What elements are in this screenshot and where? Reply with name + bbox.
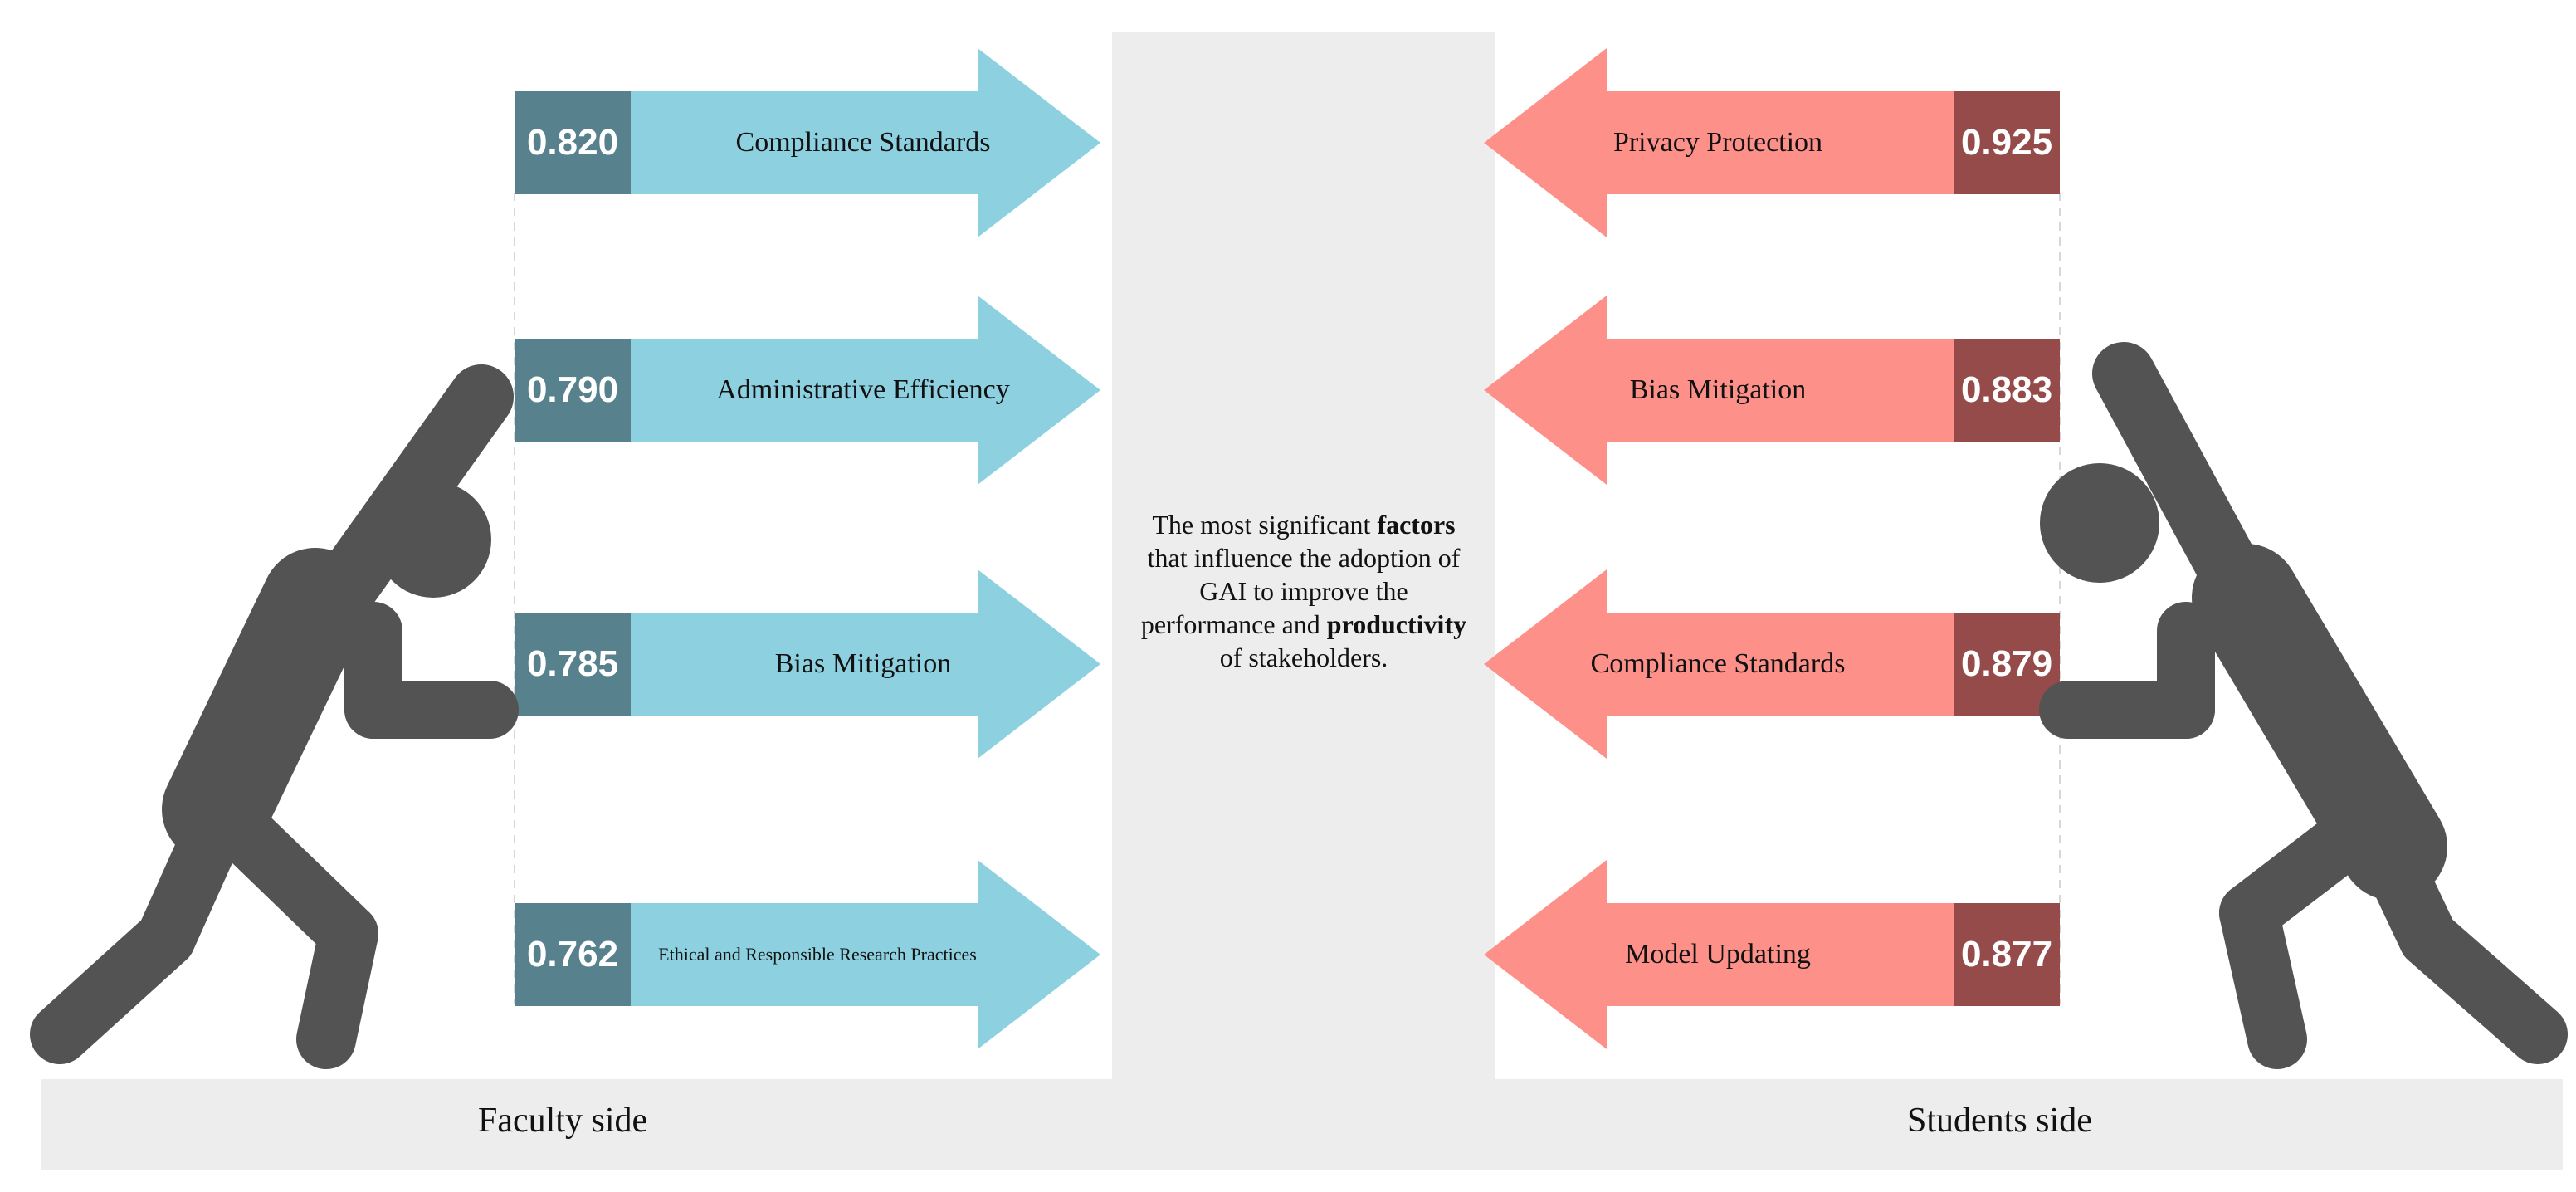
- faculty-value-4: 0.762: [526, 934, 619, 975]
- students-side-label: Students side: [1907, 1102, 2092, 1140]
- faculty-pushing-person-icon: [30, 364, 519, 1069]
- center-panel: [1112, 32, 1495, 1157]
- students-label-2: Bias Mitigation: [1629, 374, 1807, 405]
- center-line4-prefix: performance and: [1140, 609, 1320, 639]
- center-line2: that influence the adoption of: [1147, 543, 1461, 573]
- faculty-side-label: Faculty side: [478, 1102, 648, 1140]
- students-label-4: Model Updating: [1625, 939, 1811, 970]
- faculty-label-1: Compliance Standards: [735, 127, 991, 158]
- center-line4-bold: productivity: [1326, 609, 1467, 639]
- center-description: The most significant factors that influe…: [1112, 508, 1495, 674]
- faculty-label-4: Ethical and Responsible Research Practic…: [658, 944, 977, 965]
- students-arrow-2: [1484, 296, 2060, 485]
- center-line1-prefix: The most significant: [1152, 510, 1371, 540]
- faculty-value-2: 0.790: [526, 369, 619, 410]
- faculty-arrow-4: [515, 860, 1100, 1049]
- students-arrow-1: [1484, 48, 2060, 237]
- faculty-label-3: Bias Mitigation: [774, 648, 952, 679]
- center-line3: GAI to improve the: [1199, 576, 1408, 606]
- floor-band: [41, 1079, 2563, 1170]
- students-label-1: Privacy Protection: [1612, 127, 1823, 158]
- students-pushing-person-icon: [2039, 342, 2568, 1069]
- faculty-arrow-3: [515, 569, 1100, 759]
- faculty-value-1: 0.820: [526, 122, 619, 163]
- center-line5: of stakeholders.: [1219, 642, 1388, 672]
- students-value-4: 0.877: [1960, 934, 2053, 975]
- faculty-arrow-2: [515, 296, 1100, 485]
- faculty-label-2: Administrative Efficiency: [716, 374, 1010, 405]
- students-value-2: 0.883: [1960, 369, 2053, 410]
- students-label-3: Compliance Standards: [1590, 648, 1846, 679]
- students-value-3: 0.879: [1960, 643, 2053, 684]
- faculty-value-3: 0.785: [526, 643, 619, 684]
- center-line1-bold: factors: [1377, 510, 1456, 540]
- faculty-arrow-1: [515, 48, 1100, 237]
- students-arrow-4: [1484, 860, 2060, 1049]
- students-value-1: 0.925: [1960, 122, 2053, 163]
